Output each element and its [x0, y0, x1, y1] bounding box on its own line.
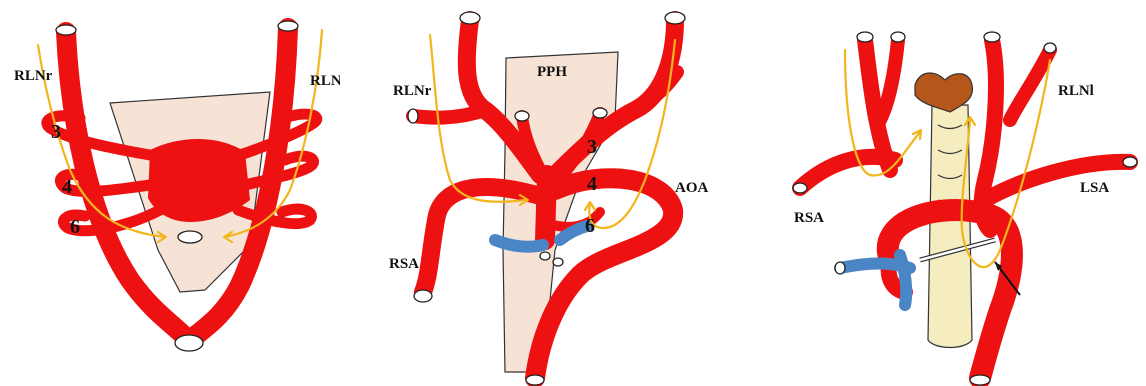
- label-left-subclavian: LSA: [1080, 180, 1109, 196]
- rsa-opening: [793, 183, 807, 193]
- label-right-subclavian: RSA: [794, 210, 824, 226]
- right-carotid-branch: [413, 110, 485, 118]
- arch-number-6: 6: [585, 215, 595, 237]
- label-rln-right: RLNr: [393, 83, 432, 99]
- vein-branch-down: [900, 255, 906, 305]
- arch-number-4: 4: [587, 173, 597, 195]
- aorta-bottom-opening: [175, 335, 203, 351]
- left-aorta-top-opening: [278, 21, 298, 31]
- right-subclavian-artery: [800, 157, 895, 188]
- label-aortic-arch: AOA: [675, 180, 709, 196]
- right-branch-opening: [891, 32, 905, 42]
- center-left-opening: [515, 111, 529, 121]
- label-right-subclavian: RSA: [389, 256, 419, 272]
- label-rln-left: RLNl: [310, 73, 340, 89]
- right-carotid-branch: [880, 40, 898, 120]
- label-pharynx: PPH: [537, 64, 567, 80]
- lsa-opening: [1123, 157, 1137, 167]
- left-carotid-opening: [665, 12, 685, 24]
- aorta-bottom-opening: [970, 375, 990, 385]
- vein-left: [495, 240, 543, 247]
- vein-opening-1: [540, 252, 550, 260]
- label-rln-left: RLNl: [1058, 83, 1094, 99]
- vein-opening-2: [553, 258, 563, 266]
- right-branch-opening: [408, 109, 418, 123]
- rsa-bottom-opening: [414, 290, 432, 302]
- embryonic-arches-diagram: RLNr RLNl 3 4 6: [0, 0, 340, 386]
- arch-number-3: 3: [51, 121, 61, 143]
- panel-adult-anatomy: RLNl RSA LSA: [780, 0, 1146, 386]
- right-aorta-top-opening: [56, 25, 76, 35]
- label-rln-right: RLNr: [14, 68, 53, 84]
- panel-embryonic-arches: RLNr RLNl 3 4 6: [0, 0, 340, 386]
- center-right-opening: [593, 108, 607, 118]
- sac-opening: [178, 231, 202, 243]
- left-carotid-opening: [984, 32, 1000, 42]
- trachea: [928, 105, 972, 348]
- right-carotid-opening: [857, 32, 873, 42]
- aorta-bottom-opening: [526, 375, 544, 385]
- panel-arch-development: PPH RLNr AOA RSA: [375, 0, 735, 386]
- arch-development-diagram: PPH RLNr AOA RSA: [375, 0, 735, 386]
- arch-number-6: 6: [70, 216, 80, 238]
- left-branch-opening: [1044, 43, 1056, 53]
- adult-anatomy-diagram: RLNl RSA LSA: [780, 0, 1146, 386]
- rln-left-nerve: [962, 60, 1050, 267]
- arch-number-3: 3: [587, 136, 597, 158]
- right-carotid-opening: [460, 12, 480, 24]
- vein-opening: [835, 262, 845, 274]
- arch-number-4: 4: [62, 176, 72, 198]
- left-carotid-branch: [1010, 50, 1050, 120]
